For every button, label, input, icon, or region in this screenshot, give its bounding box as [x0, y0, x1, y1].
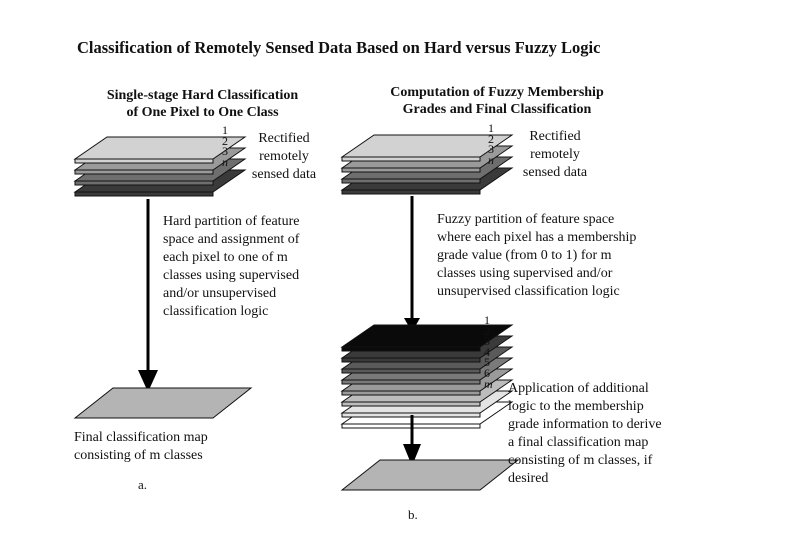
left-input-stack-layer-edge: [74, 158, 214, 164]
right-input-stack-layer-face: [340, 134, 514, 158]
left-arrow: [138, 199, 158, 392]
left-process-line: Hard partition of feature: [163, 214, 300, 229]
left-heading-line-2: of One Pixel to One Class: [126, 105, 279, 120]
left-input-line: Rectified: [258, 131, 310, 146]
left-heading: Single-stage Hard Classification of One …: [80, 87, 325, 121]
left-layer-label: n: [222, 154, 228, 169]
right-input-text: Rectified remotely sensed data: [510, 128, 600, 182]
left-arrow-head: [138, 370, 158, 392]
right-layer-label: 1: [488, 121, 494, 135]
right-arrow-2: [403, 415, 421, 466]
left-process-line: each pixel to one of m: [163, 250, 288, 265]
left-input-stack-layer-edge: [74, 180, 214, 186]
membership-layer-label: 1: [484, 313, 490, 327]
right-layer-label: 2: [488, 131, 494, 146]
left-process-line: space and assignment of: [163, 232, 300, 247]
membership-stack-layer: [340, 324, 514, 352]
membership-stack-layer-edge: [341, 357, 481, 363]
right-caption: b.: [408, 507, 418, 522]
left-input-text: Rectified remotely sensed data: [240, 130, 328, 184]
left-input-stack-layer-face: [73, 136, 247, 160]
left-input-stack-layer-edge: [74, 191, 214, 197]
right-input-stack-layer-edge: [341, 178, 481, 184]
right-output-line: consisting of m classes, if: [508, 453, 653, 468]
right-process-line: unsupervised classification logic: [437, 284, 620, 299]
membership-layer-label: 2: [484, 323, 490, 338]
right-input-line: Rectified: [529, 129, 581, 144]
right-heading-line-2: Grades and Final Classification: [402, 102, 592, 117]
membership-layer-label: 4: [484, 344, 490, 359]
membership-layer-label: 6: [484, 365, 490, 380]
page-title: Classification of Remotely Sensed Data B…: [77, 38, 601, 57]
right-output-line: Application of additional: [508, 381, 649, 396]
left-layer-label: 1: [222, 123, 228, 137]
right-input-stack-layer-edge: [341, 156, 481, 162]
right-input-stack-layer: [340, 134, 514, 162]
right-layer-label: 3: [488, 142, 494, 157]
right-process-text: Fuzzy partition of feature space where e…: [437, 211, 636, 301]
right-input-stack-layer-edge: [341, 189, 481, 195]
left-process-line: classes using supervised: [163, 268, 300, 283]
right-output-line: logic to the membership: [508, 399, 644, 414]
right-input-line: remotely: [530, 147, 580, 162]
membership-stack-layer-edge: [341, 379, 481, 385]
membership-stack-layer-face: [340, 324, 514, 348]
left-caption: a.: [138, 477, 148, 492]
right-process-line: grade value (from 0 to 1) for m: [437, 248, 612, 263]
left-layer-label: 3: [222, 144, 228, 159]
left-process-text: Hard partition of feature space and assi…: [163, 213, 299, 321]
right-input-line: sensed data: [522, 165, 588, 180]
right-output-line: grade information to derive: [508, 417, 662, 432]
right-layer-label: n: [488, 152, 494, 167]
membership-layer-label: 5: [484, 355, 490, 370]
right-layer-labels: 1 2 3 n: [488, 121, 494, 167]
left-output-line: Final classification map: [74, 430, 208, 445]
membership-layer-label: 3: [484, 334, 490, 349]
left-output-text: Final classification map consisting of m…: [74, 429, 208, 465]
right-output-line: a final classification map: [508, 435, 649, 450]
membership-stack-layer-edge: [341, 346, 481, 352]
left-input-stack-layer-edge: [74, 169, 214, 175]
right-input-stack-layer-edge: [341, 167, 481, 173]
left-layer-labels: 1 2 3 n: [222, 123, 228, 169]
membership-layer-label: m: [484, 376, 493, 391]
left-input-stack-layer: [73, 136, 247, 164]
left-heading-line-1: Single-stage Hard Classification: [106, 88, 299, 103]
right-output-map: [340, 459, 520, 491]
right-arrow-1: [404, 196, 420, 332]
left-input-line: sensed data: [251, 167, 317, 182]
right-process-line: where each pixel has a membership: [437, 230, 637, 245]
right-output-text: Application of additional logic to the m…: [508, 380, 662, 488]
left-input-line: remotely: [259, 149, 309, 164]
right-heading: Computation of Fuzzy Membership Grades a…: [362, 84, 632, 118]
left-output-map: [73, 387, 253, 419]
right-process-line: Fuzzy partition of feature space: [437, 212, 615, 227]
membership-stack-layer-edge: [341, 390, 481, 396]
right-heading-line-1: Computation of Fuzzy Membership: [390, 85, 604, 100]
membership-stack-layer-edge: [341, 401, 481, 407]
left-process-line: classification logic: [163, 304, 269, 319]
membership-stack-layer-edge: [341, 368, 481, 374]
left-process-line: and/or unsupervised: [163, 286, 277, 301]
right-process-line: classes using supervised and/or: [437, 266, 613, 281]
left-output-line: consisting of m classes: [74, 448, 203, 463]
right-arrow-2-head: [403, 444, 421, 466]
left-layer-label: 2: [222, 133, 228, 148]
membership-layer-labels: 1 2 3 4 5 6 m: [484, 313, 493, 391]
right-output-line: desired: [508, 471, 549, 486]
